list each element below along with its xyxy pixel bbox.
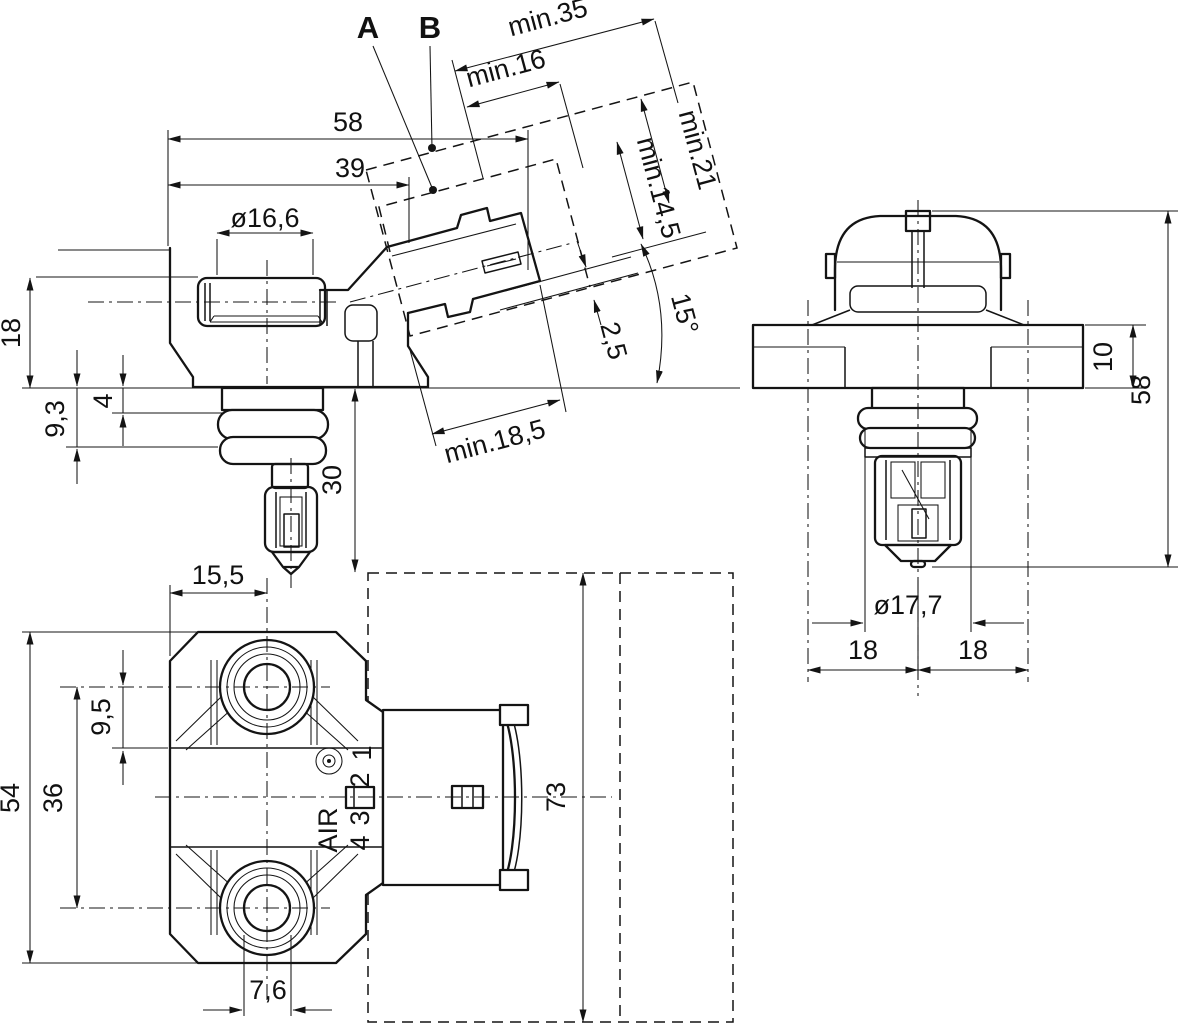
shroud-flare — [811, 309, 1025, 326]
dim-edge-offset: 9,5 — [86, 698, 116, 736]
dim-25-arrow-top — [576, 240, 587, 268]
body-pocket — [344, 304, 378, 342]
dim-angle-arc — [640, 243, 663, 384]
label-a-dot — [429, 186, 437, 194]
dim-width-body: 39 — [335, 153, 365, 183]
probe-cage-front-walls — [885, 460, 951, 540]
dim-port-height: 18 — [0, 318, 26, 348]
air-marking: AIR — [313, 807, 343, 852]
front-view: 10 58 ø17,7 18 18 — [751, 200, 1178, 696]
body-outline — [168, 246, 430, 389]
pin-4: 4 — [345, 835, 375, 850]
connector-housing — [385, 206, 542, 319]
dim-connector-length: min.16 — [463, 43, 549, 93]
dim-bore-width: 7,6 — [249, 975, 287, 1005]
label-b: B — [419, 10, 441, 45]
envelope-dashed-box — [367, 572, 734, 1023]
probe-cage-walls — [275, 492, 307, 548]
dim-height-total: 58 — [1126, 375, 1156, 405]
dim-flange-thickness: 10 — [1088, 342, 1118, 372]
pocket-walls — [357, 341, 374, 387]
bottom-view: AIR 1 2 3 4 15,5 54 36 9,5 7,6 73 — [0, 560, 734, 1023]
cap-clip-left — [824, 252, 837, 280]
dim-plug-depth: min.18,5 — [441, 413, 549, 469]
dim-min35-line — [454, 18, 655, 72]
dim-min16-line — [466, 81, 560, 108]
vent-center-dot — [327, 759, 331, 763]
dim-connector-clearance-height: min.21 — [673, 107, 723, 193]
ext-min185-left — [409, 349, 437, 447]
probe-front-taper — [883, 543, 953, 563]
dim-25-ref-lower — [499, 272, 639, 311]
dim-oring-depth: 9,3 — [40, 400, 70, 438]
dim-25-ref-upper — [504, 256, 632, 292]
oring-lower — [218, 435, 328, 466]
dim-connector-clearance-length: min.35 — [505, 0, 591, 42]
shroud-opening — [849, 285, 987, 313]
port-thread-band — [209, 315, 323, 323]
dim-min185-line — [431, 399, 561, 435]
ext-min-left — [451, 59, 484, 179]
dim-hole-pitch-left: 18 — [848, 635, 878, 665]
probe-neck — [270, 462, 310, 490]
dim-envelope-height: 73 — [541, 782, 571, 812]
ext-min16-right — [559, 83, 584, 169]
dim-25-arrow-bottom — [593, 299, 602, 326]
pin-1: 1 — [347, 745, 377, 760]
dim-width-total: 58 — [333, 107, 363, 137]
vent-inner — [322, 754, 336, 768]
shroud-clip-top — [498, 703, 530, 727]
dim-flange-width: 54 — [0, 783, 25, 813]
connector-inner-line — [391, 223, 517, 257]
connector-axis-centerline — [349, 242, 573, 303]
port-body-junction — [319, 290, 328, 326]
dim-step-height: 4 — [88, 393, 118, 408]
gusset-lines — [175, 695, 359, 900]
dim-min21-line — [640, 98, 670, 204]
probe-front-window-left — [890, 461, 916, 499]
stem-step — [220, 386, 325, 412]
probe-front-window-right — [920, 461, 946, 499]
dim-latch-offset: 2,5 — [594, 319, 633, 363]
oring-upper — [216, 408, 330, 441]
label-b-leader — [429, 45, 433, 149]
body-shoulder — [318, 245, 389, 292]
shroud-clip-bottom — [498, 868, 530, 892]
cap-clip-right — [999, 252, 1012, 280]
shroud-face-arc-outer — [501, 710, 517, 885]
envelope-b-dashed-outline — [365, 81, 738, 337]
dim-hole-offset: 15,5 — [192, 560, 245, 590]
dim-connector-angle: 15° — [665, 290, 705, 337]
ext-min35-right — [654, 20, 679, 104]
probe-front-lead-wire — [901, 469, 930, 520]
dim-probe-length: 30 — [317, 465, 347, 495]
cap-tab-slot — [911, 231, 925, 288]
pin-2: 2 — [345, 772, 375, 787]
dim-min145-line — [616, 141, 644, 240]
vent-outer — [315, 747, 343, 775]
dim-hole-pitch-right: 18 — [958, 635, 988, 665]
shroud-key-detail-lines — [461, 786, 474, 808]
dim-hole-pitch: 36 — [38, 783, 68, 813]
flange-inner-walls — [844, 347, 992, 388]
probe-front-element — [911, 508, 927, 539]
ext-min185-right — [539, 284, 567, 413]
body-edge-lines — [170, 747, 383, 848]
dim-oring-diameter: ø17,7 — [873, 590, 942, 620]
label-b-dot — [428, 144, 436, 152]
dim-port-diameter: ø16,6 — [230, 203, 299, 233]
side-view: A B 58 39 ø16,6 18 4 9,3 30 — [0, 0, 740, 588]
envelope-a-dashed-outline — [378, 158, 591, 288]
label-a-leader — [372, 45, 434, 191]
label-a: A — [357, 10, 379, 45]
pin-3: 3 — [345, 810, 375, 825]
